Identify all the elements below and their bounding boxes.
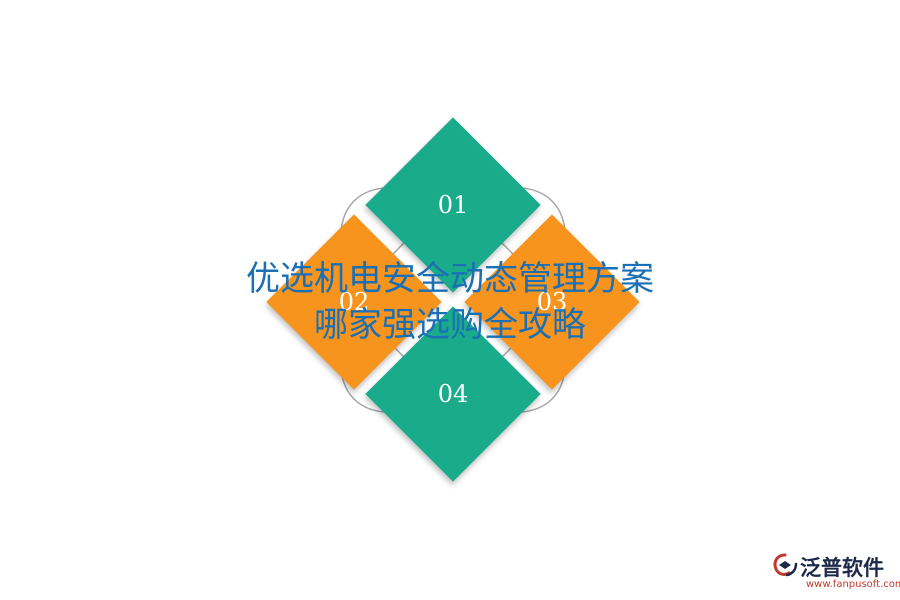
title-line-1: 优选机电安全动态管理方案 [246,259,654,299]
logo-name: 泛普软件 [800,556,884,580]
brand-logo: 泛普软件 www.fanpusoft.com [770,548,900,592]
diamond-01-label: 01 [437,191,469,219]
diamond-02-label: 02 [338,288,370,316]
diamond-04-label: 04 [437,380,469,408]
logo-icon [773,553,798,577]
title-line-2: 哪家强选购全攻略 [314,305,586,345]
orbit-ring-vertical [339,186,567,414]
logo-url: www.fanpusoft.com [806,579,900,590]
orbit-ring-horizontal [339,186,567,414]
diamond-03-label: 03 [536,288,568,316]
